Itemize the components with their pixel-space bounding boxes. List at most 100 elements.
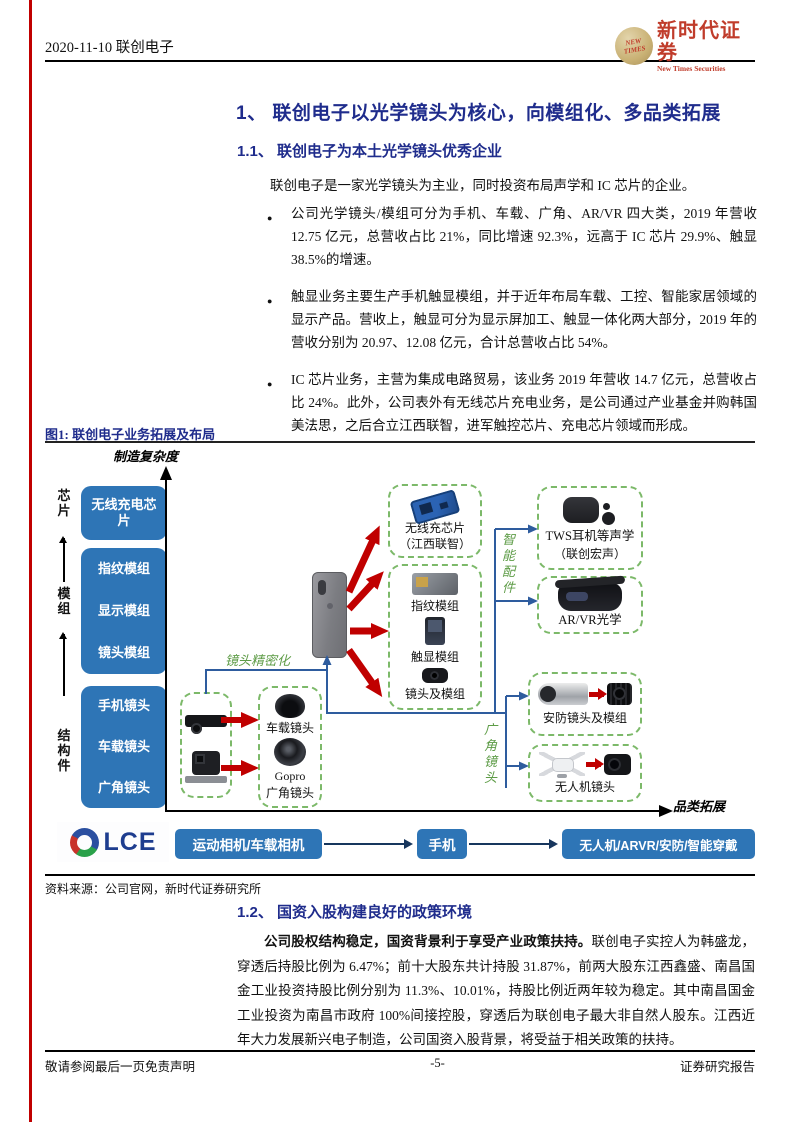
fingerprint-module-image	[412, 573, 458, 596]
lens-products-card: 车载镜头 Gopro 广角镜头	[258, 686, 322, 808]
brand-logo-icon: NEW TIMES	[615, 27, 653, 65]
ownership-paragraph-body: 联创电子实控人为韩盛龙，穿透后持股比例为 6.47%；前十大股东共计持股 31.…	[237, 934, 756, 1047]
footer-report-type: 证券研究报告	[679, 1060, 755, 1074]
wireless-chip-sublabel: （江西联智）	[398, 537, 471, 551]
footer-disclaimer: 敬请参阅最后一页免责声明	[45, 1060, 196, 1074]
y-axis-label: 制造复杂度	[113, 449, 179, 464]
bullet-item: 公司光学镜头/模组可分为手机、车载、广角、AR/VR 四大类，2019 年营收 …	[265, 202, 757, 271]
gopro-label: Gopro	[274, 769, 306, 783]
category-label-chip: 芯片	[57, 488, 71, 518]
left-margin-bar	[29, 0, 32, 1122]
flow-arrow-icon	[324, 838, 413, 849]
business-layout-diagram: 制造复杂度 品类拓展 芯片 模组 结构件 无线充电芯片 指纹模组 显示模组 镜头…	[55, 448, 755, 822]
brand-logo: NEW TIMES 新时代证券 New Times Securities	[615, 20, 757, 73]
source-note: 资料来源：公司官网，新时代证券研究所	[45, 882, 262, 896]
up-arrow-icon	[60, 632, 67, 696]
category-label-module: 模组	[57, 586, 71, 616]
module-group-box: 指纹模组 显示模组 镜头模组	[81, 548, 167, 674]
security-lens-image	[607, 683, 632, 705]
flow-step-drone-arvr: 无人机/ARVR/安防/智能穿戴	[562, 829, 755, 859]
touch-display-module-image	[425, 617, 445, 646]
lens-precision-label: 镜头精密化	[225, 653, 291, 668]
pcb-image	[409, 489, 461, 525]
phone-modules-card: 指纹模组 触显模组 镜头及模组	[388, 564, 482, 710]
vehicle-lens-image	[275, 694, 305, 718]
wide-angle-lens-product-label: 广角镜头	[265, 786, 314, 800]
wide-angle-label: 广角镜头	[483, 722, 497, 785]
bullet-item: 触显业务主要生产手机触显模组，并于近年布局车载、工控、智能家居领域的显示产品。营…	[265, 285, 757, 354]
bullet-item: IC 芯片业务，主营为集成电路贸易，该业务 2019 年营收 14.7 亿元，总…	[265, 368, 757, 437]
drone-card-label: 无人机镜头	[554, 779, 615, 794]
module-box-item: 镜头模组	[97, 645, 150, 660]
x-axis-label: 品类拓展	[673, 799, 726, 814]
wireless-charge-chip-box: 无线充电芯片	[81, 486, 167, 540]
figure-caption-rule	[45, 441, 755, 443]
flow-step-action-cameras: 运动相机/车载相机	[175, 829, 322, 859]
security-image-row	[538, 683, 632, 705]
drone-image-row	[539, 752, 631, 779]
arvr-label: AR/VR光学	[558, 613, 622, 627]
gopro-camera-image	[185, 751, 227, 783]
structure-group-box: 手机镜头 车载镜头 广角镜头	[81, 686, 167, 808]
wireless-chip-label: 无线充芯片	[404, 521, 465, 535]
figure-caption: 图1: 联创电子业务拓展及布局	[45, 427, 216, 442]
tws-card: TWS耳机等声学 （联创宏声）	[537, 486, 643, 570]
brand-names: 新时代证券 New Times Securities	[657, 20, 757, 73]
section-1-2-heading: 1.2、 国资入股构建良好的政策环境	[237, 904, 473, 921]
arvr-card: AR/VR光学	[537, 576, 643, 634]
footer-page-number: -5-	[430, 1056, 445, 1070]
module-box-item: 显示模组	[97, 603, 150, 618]
camera-sources-card	[180, 692, 232, 798]
brand-badge-text: NEW TIMES	[623, 36, 647, 56]
category-label-structure: 结构件	[57, 728, 71, 773]
touch-display-module-label: 触显模组	[410, 649, 459, 664]
header-rule	[45, 60, 755, 62]
footer-rule	[45, 1050, 755, 1052]
drone-camera-image	[604, 753, 631, 775]
ownership-paragraph: 公司股权结构稳定，国资背景利于享受产业政策扶持。联创电子实控人为韩盛龙，穿透后持…	[237, 930, 755, 1053]
structure-box-item: 广角镜头	[97, 779, 150, 795]
red-arrow-icon	[586, 758, 604, 771]
figure-bottom-rule	[45, 874, 755, 876]
section-1-heading: 1、 联创电子以光学镜头为核心，向模组化、多品类拓展	[236, 103, 721, 124]
drone-image	[539, 752, 585, 779]
flow-arrow-icon	[469, 838, 558, 849]
lens-module-image	[422, 667, 448, 683]
structure-box-item: 手机镜头	[97, 698, 150, 714]
red-fan-arrow-1	[345, 525, 380, 594]
section-1-1-heading: 1.1、 联创电子为本土光学镜头优秀企业	[237, 143, 503, 160]
module-box-item: 指纹模组	[97, 561, 150, 576]
header-date-company: 2020-11-10 联创电子	[45, 40, 174, 56]
security-card-label: 安防镜头及模组	[542, 711, 627, 725]
red-fan-arrow-2	[346, 571, 384, 612]
wireless-chip-card: 无线充芯片 （江西联智）	[388, 484, 482, 558]
tws-earbuds-image	[561, 495, 619, 525]
vr-headset-image	[558, 583, 622, 611]
smart-accessories-label: 智能配件	[501, 532, 515, 595]
brand-name-en: New Times Securities	[657, 63, 726, 73]
fingerprint-module-label: 指纹模组	[410, 599, 459, 614]
lce-logo: LCE	[57, 822, 169, 862]
red-arrow-icon	[589, 688, 607, 700]
vehicle-lens-label: 车载镜头	[265, 721, 314, 735]
footer: 敬请参阅最后一页免责声明 -5- 证券研究报告	[45, 1056, 755, 1075]
product-evolution-flow: LCE 运动相机/车载相机 手机 无人机/ARVR/安防/智能穿戴	[55, 821, 755, 865]
intro-paragraph: 联创电子是一家光学镜头为主业，同时投资布局声学和 IC 芯片的企业。	[270, 178, 696, 193]
security-camera-image	[538, 683, 588, 705]
structure-box-item: 车载镜头	[97, 738, 150, 754]
up-arrow-icon	[60, 536, 67, 582]
tws-sublabel: （联创宏声）	[553, 547, 626, 561]
smartphone-image	[312, 572, 347, 658]
lens-module-label: 镜头及模组	[404, 686, 465, 701]
brand-name-cn: 新时代证券	[657, 19, 741, 64]
drone-card: 无人机镜头	[528, 744, 642, 802]
tws-label: TWS耳机等声学	[545, 529, 635, 543]
flow-step-phone: 手机	[417, 829, 467, 859]
security-card: 安防镜头及模组	[528, 672, 642, 736]
bullet-list: 公司光学镜头/模组可分为手机、车载、广角、AR/VR 四大类，2019 年营收 …	[265, 202, 757, 451]
ownership-paragraph-lead: 公司股权结构稳定，国资背景利于享受产业政策扶持。	[264, 934, 592, 949]
wide-angle-lens-image	[274, 738, 306, 766]
lce-swirl-icon	[69, 827, 99, 857]
lce-logo-text: LCE	[103, 827, 157, 856]
